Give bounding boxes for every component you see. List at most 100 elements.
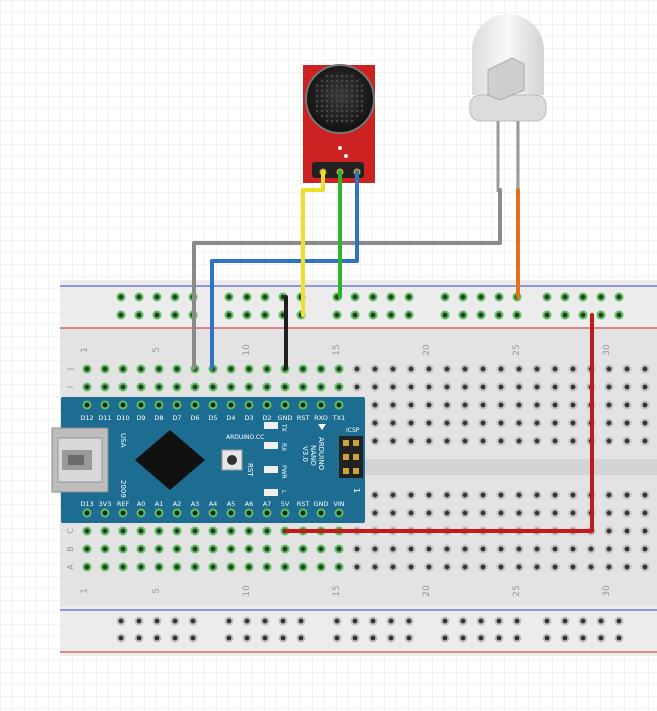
hole	[552, 366, 558, 372]
rail-hole	[370, 618, 376, 624]
arduino-pin-hole	[156, 510, 162, 516]
hole	[462, 366, 468, 372]
connected-hole	[318, 564, 324, 570]
reset-button[interactable]	[221, 449, 243, 471]
connected-hole	[138, 366, 144, 372]
rail-hole	[370, 635, 376, 641]
arduino-pin-hole	[318, 510, 324, 516]
connected-hole	[228, 528, 234, 534]
connected-hole	[84, 366, 90, 372]
mesh-dot	[320, 79, 324, 83]
row-letter: C	[66, 528, 75, 534]
connected-hole	[118, 312, 124, 318]
connected-hole	[336, 546, 342, 552]
rail-hole	[406, 618, 412, 624]
mesh-dot	[335, 74, 339, 78]
connected-hole	[388, 312, 394, 318]
hole	[642, 438, 648, 444]
hole	[552, 564, 558, 570]
column-number-bottom: 15	[332, 585, 342, 596]
arduino-pin-hole	[102, 402, 108, 408]
hole	[534, 492, 540, 498]
arduino-pin-hole	[246, 402, 252, 408]
rail-hole	[544, 618, 550, 624]
mesh-dot	[315, 104, 319, 108]
mesh-dot	[335, 109, 339, 113]
hole	[390, 438, 396, 444]
mesh-dot	[340, 74, 344, 78]
hole	[570, 384, 576, 390]
mesh-dot	[315, 94, 319, 98]
mesh-dot	[345, 89, 349, 93]
hole	[516, 402, 522, 408]
column-number-top: 15	[332, 344, 342, 355]
row-letter: B	[66, 546, 75, 552]
mesh-dot	[325, 94, 329, 98]
hole	[408, 384, 414, 390]
hole	[642, 492, 648, 498]
arduino-pin-hole	[336, 510, 342, 516]
hole	[624, 528, 630, 534]
hole	[354, 546, 360, 552]
connected-hole	[102, 366, 108, 372]
arduino-pin-hole	[84, 402, 90, 408]
hole	[534, 402, 540, 408]
mesh-dot	[355, 89, 359, 93]
hole	[390, 510, 396, 516]
arduino-pin-hole	[102, 510, 108, 516]
hole	[480, 384, 486, 390]
rail-hole	[334, 618, 340, 624]
usb-connector	[51, 427, 109, 493]
arduino-pin-hole	[210, 402, 216, 408]
column-number-top: 25	[512, 344, 522, 355]
icsp-label: ICSP	[346, 427, 360, 434]
rail-hole	[118, 635, 124, 641]
pin-label-bottom: D13	[80, 500, 93, 508]
hole	[426, 510, 432, 516]
hole	[426, 402, 432, 408]
hole	[444, 366, 450, 372]
rail-hole	[460, 618, 466, 624]
hole	[498, 546, 504, 552]
hole	[390, 384, 396, 390]
rail-hole	[616, 618, 622, 624]
connected-hole	[300, 384, 306, 390]
hole	[480, 492, 486, 498]
pin-label-bottom: 3V3	[99, 500, 112, 508]
connected-hole	[616, 312, 622, 318]
connected-hole	[118, 294, 124, 300]
mesh-dot	[345, 74, 349, 78]
rail-hole	[334, 635, 340, 641]
hole	[570, 366, 576, 372]
arduino-pin-hole	[300, 510, 306, 516]
column-number-top: 30	[602, 344, 612, 356]
hole	[516, 492, 522, 498]
rail-hole	[136, 618, 142, 624]
mesh-dot	[335, 79, 339, 83]
hole	[588, 546, 594, 552]
pin-label-bottom: A5	[227, 500, 236, 508]
rail-hole	[496, 635, 502, 641]
hole	[462, 438, 468, 444]
led-component[interactable]	[469, 14, 547, 192]
connected-hole	[226, 294, 232, 300]
arduino-pin-hole	[264, 510, 270, 516]
connected-hole	[172, 312, 178, 318]
mesh-dot	[340, 79, 344, 83]
connected-hole	[244, 294, 250, 300]
hole	[588, 564, 594, 570]
connected-hole	[352, 312, 358, 318]
rail-hole	[190, 635, 196, 641]
hole	[570, 402, 576, 408]
hole	[426, 546, 432, 552]
microphone-module[interactable]	[303, 64, 375, 183]
status-leds	[264, 422, 278, 496]
connected-hole	[300, 546, 306, 552]
hole	[354, 564, 360, 570]
connected-hole	[174, 366, 180, 372]
arduino-nano[interactable]: RST TX RX PWR L ARDUINO.CC ARDUINO NANO …	[51, 397, 365, 523]
arduino-pin-hole	[138, 402, 144, 408]
mesh-dot	[325, 89, 329, 93]
